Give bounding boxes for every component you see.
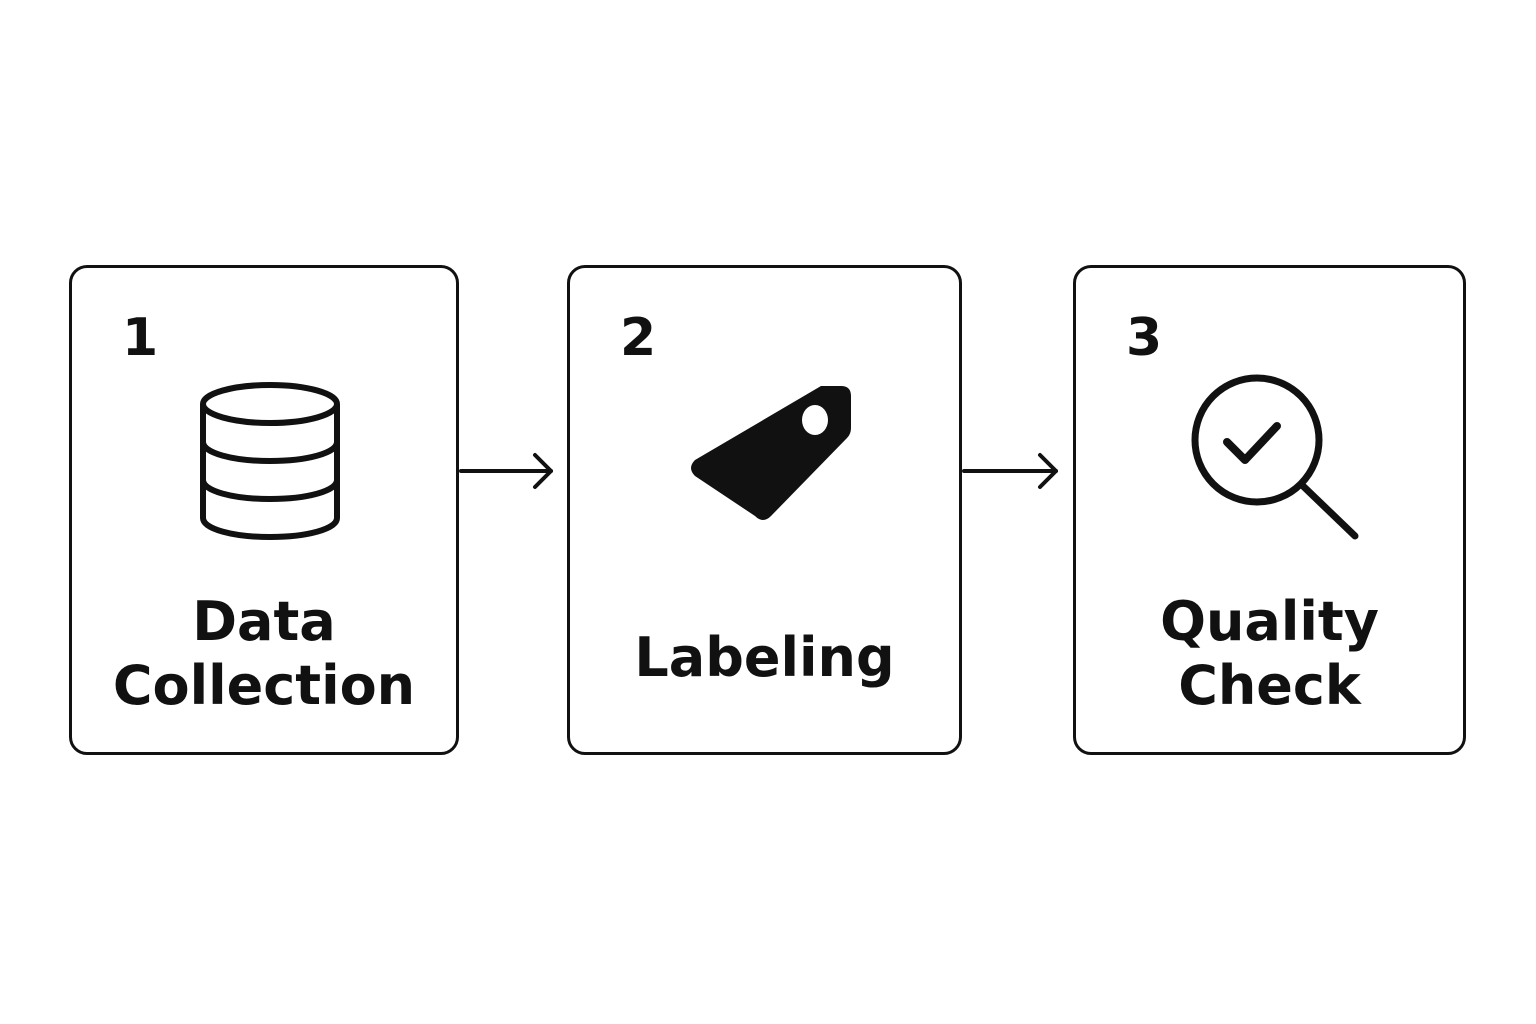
- step-label: Labeling: [570, 626, 959, 690]
- step-card-labeling: 2 Labeling: [567, 265, 962, 755]
- magnifier-check-icon: [1191, 374, 1359, 540]
- step-label-line: Check: [1178, 654, 1361, 717]
- step-label-line: Data: [192, 590, 336, 653]
- database-icon: [200, 382, 340, 540]
- step-label-line: Labeling: [634, 626, 895, 689]
- arrow-right-icon: [962, 453, 1058, 489]
- step-label: Data Collection: [72, 590, 456, 718]
- step-number: 2: [620, 308, 657, 368]
- step-card-data-collection: 1 Data Collection: [69, 265, 459, 755]
- step-number: 1: [122, 308, 159, 368]
- step-label-line: Collection: [112, 654, 416, 717]
- step-card-quality-check: 3 Quality Check: [1073, 265, 1466, 755]
- step-label-line: Quality: [1160, 590, 1379, 653]
- tag-icon: [691, 386, 851, 520]
- step-number: 3: [1126, 308, 1163, 368]
- step-label: Quality Check: [1076, 590, 1463, 718]
- arrow-right-icon: [459, 453, 553, 489]
